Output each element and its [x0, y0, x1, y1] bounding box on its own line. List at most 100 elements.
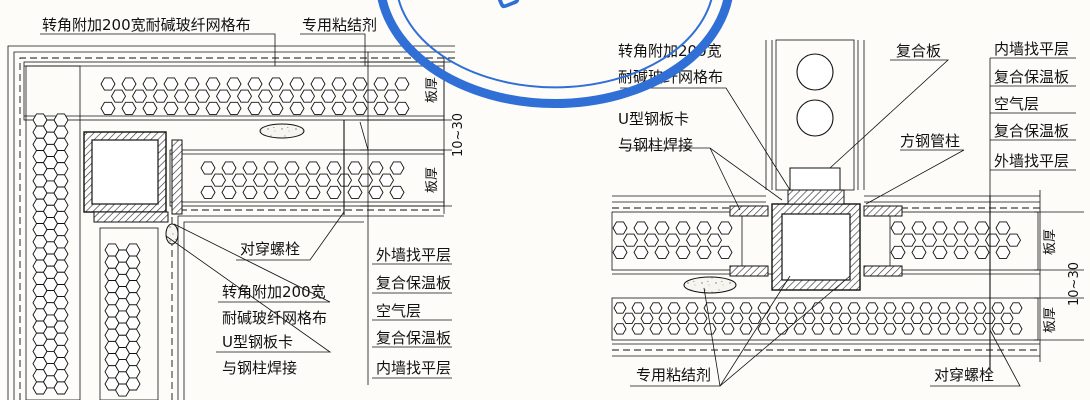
honeycomb-cell [310, 77, 326, 91]
honeycomb-cell [210, 173, 227, 187]
right-layer-3: 复合保温板 [994, 122, 1069, 140]
honeycomb-cell [953, 245, 969, 259]
right-dimension-lines [1034, 190, 1084, 362]
right-bottom-wall-board [611, 297, 1040, 357]
honeycomb-cell [995, 245, 1011, 259]
honeycomb-cell [125, 292, 141, 306]
honeycomb-cell [901, 323, 915, 335]
left-label-u-clip-2: 与钢柱焊接 [222, 359, 297, 377]
honeycomb-cell [932, 221, 948, 235]
honeycomb-cell [612, 221, 628, 235]
honeycomb-cell [883, 302, 897, 314]
honeycomb-cell [236, 89, 253, 103]
honeycomb-cell [273, 173, 290, 187]
honeycomb-cell [389, 161, 405, 175]
right-steel-column [729, 189, 903, 291]
honeycomb-cell [685, 302, 699, 314]
honeycomb-cell [622, 233, 639, 247]
honeycomb-cell [631, 302, 645, 314]
honeycomb-cell [200, 161, 216, 175]
honeycomb-cell [982, 312, 996, 325]
left-layer-3: 复合保温板 [376, 329, 451, 347]
honeycomb-cell [633, 245, 649, 259]
left-dim-board-1: 板厚 [425, 77, 440, 103]
honeycomb-cell [649, 302, 663, 314]
honeycomb-cell [362, 89, 379, 103]
honeycomb-cell [53, 137, 69, 151]
honeycomb-cell [268, 77, 284, 91]
honeycomb-cell [829, 323, 843, 335]
honeycomb-cell [53, 271, 69, 285]
honeycomb-cell [721, 323, 735, 335]
honeycomb-cell [847, 323, 861, 335]
right-detail: 转角附加200宽 耐碱玻纤网格布 复合板 U型钢板卡 与钢柱焊接 方钢管柱 专用… [611, 39, 1084, 387]
honeycomb-cell [919, 323, 933, 335]
honeycomb-cell [200, 185, 216, 199]
honeycomb-cell [53, 296, 69, 310]
honeycomb-cell [865, 323, 879, 335]
honeycomb-cell [152, 89, 169, 103]
honeycomb-cell [320, 89, 337, 103]
honeycomb-cell [703, 302, 717, 314]
honeycomb-cell [953, 221, 969, 235]
honeycomb-cell [654, 245, 670, 259]
honeycomb-cell [685, 323, 699, 335]
right-top-wall-board [611, 211, 1039, 271]
honeycomb-cell [121, 77, 137, 91]
left-layer-2: 空气层 [376, 302, 421, 320]
honeycomb-cell [373, 77, 389, 91]
honeycomb-cell [226, 101, 242, 115]
honeycomb-cell [125, 243, 141, 257]
honeycomb-cell [205, 77, 221, 91]
honeycomb-cell [974, 221, 990, 235]
honeycomb-cell [865, 302, 879, 314]
honeycomb-cell [383, 89, 400, 103]
honeycomb-cell [890, 221, 906, 235]
honeycomb-cell [955, 302, 969, 314]
honeycomb-cell [184, 77, 200, 91]
honeycomb-cell [932, 245, 948, 259]
honeycomb-cell [664, 233, 681, 247]
honeycomb-cell [53, 247, 69, 261]
honeycomb-cell [613, 302, 627, 314]
honeycomb-cell [53, 357, 69, 371]
honeycomb-cell [125, 377, 141, 391]
honeycomb-cell [640, 312, 654, 325]
honeycomb-cell [995, 221, 1011, 235]
honeycomb-cell [247, 101, 263, 115]
honeycomb-cell [883, 323, 897, 335]
honeycomb-cell [331, 77, 347, 91]
honeycomb-cell [1009, 302, 1023, 314]
honeycomb-cell [820, 312, 834, 325]
left-layer-1: 复合保温板 [376, 274, 451, 292]
honeycomb-cell [942, 233, 959, 247]
honeycomb-cell [838, 312, 852, 325]
honeycomb-cell [53, 198, 69, 212]
honeycomb-cell [703, 323, 717, 335]
honeycomb-cell [205, 101, 221, 115]
honeycomb-cell [696, 221, 712, 235]
right-bottom-honeycomb [613, 302, 1023, 335]
honeycomb-cell [675, 221, 691, 235]
honeycomb-cell [766, 312, 780, 325]
honeycomb-cell [125, 280, 141, 294]
honeycomb-cell [631, 323, 645, 335]
honeycomb-cell [163, 77, 179, 91]
honeycomb-cell [622, 312, 636, 325]
honeycomb-cell [326, 185, 342, 199]
right-layer-0: 内墙找平层 [994, 40, 1069, 58]
left-label-corner-mesh-2: 耐碱玻纤网格布 [222, 309, 327, 327]
honeycomb-cell [937, 323, 951, 335]
honeycomb-cell [901, 302, 915, 314]
honeycomb-cell [739, 302, 753, 314]
left-adhesive-blobs [165, 123, 305, 245]
honeycomb-cell [946, 312, 960, 325]
honeycomb-cell [658, 312, 672, 325]
honeycomb-cell [347, 185, 363, 199]
honeycomb-cell [53, 113, 69, 127]
honeycomb-cell [53, 259, 69, 273]
honeycomb-cell [53, 186, 69, 200]
honeycomb-cell [263, 185, 279, 199]
right-top-finish-lines [612, 195, 1040, 209]
honeycomb-cell [125, 304, 141, 318]
